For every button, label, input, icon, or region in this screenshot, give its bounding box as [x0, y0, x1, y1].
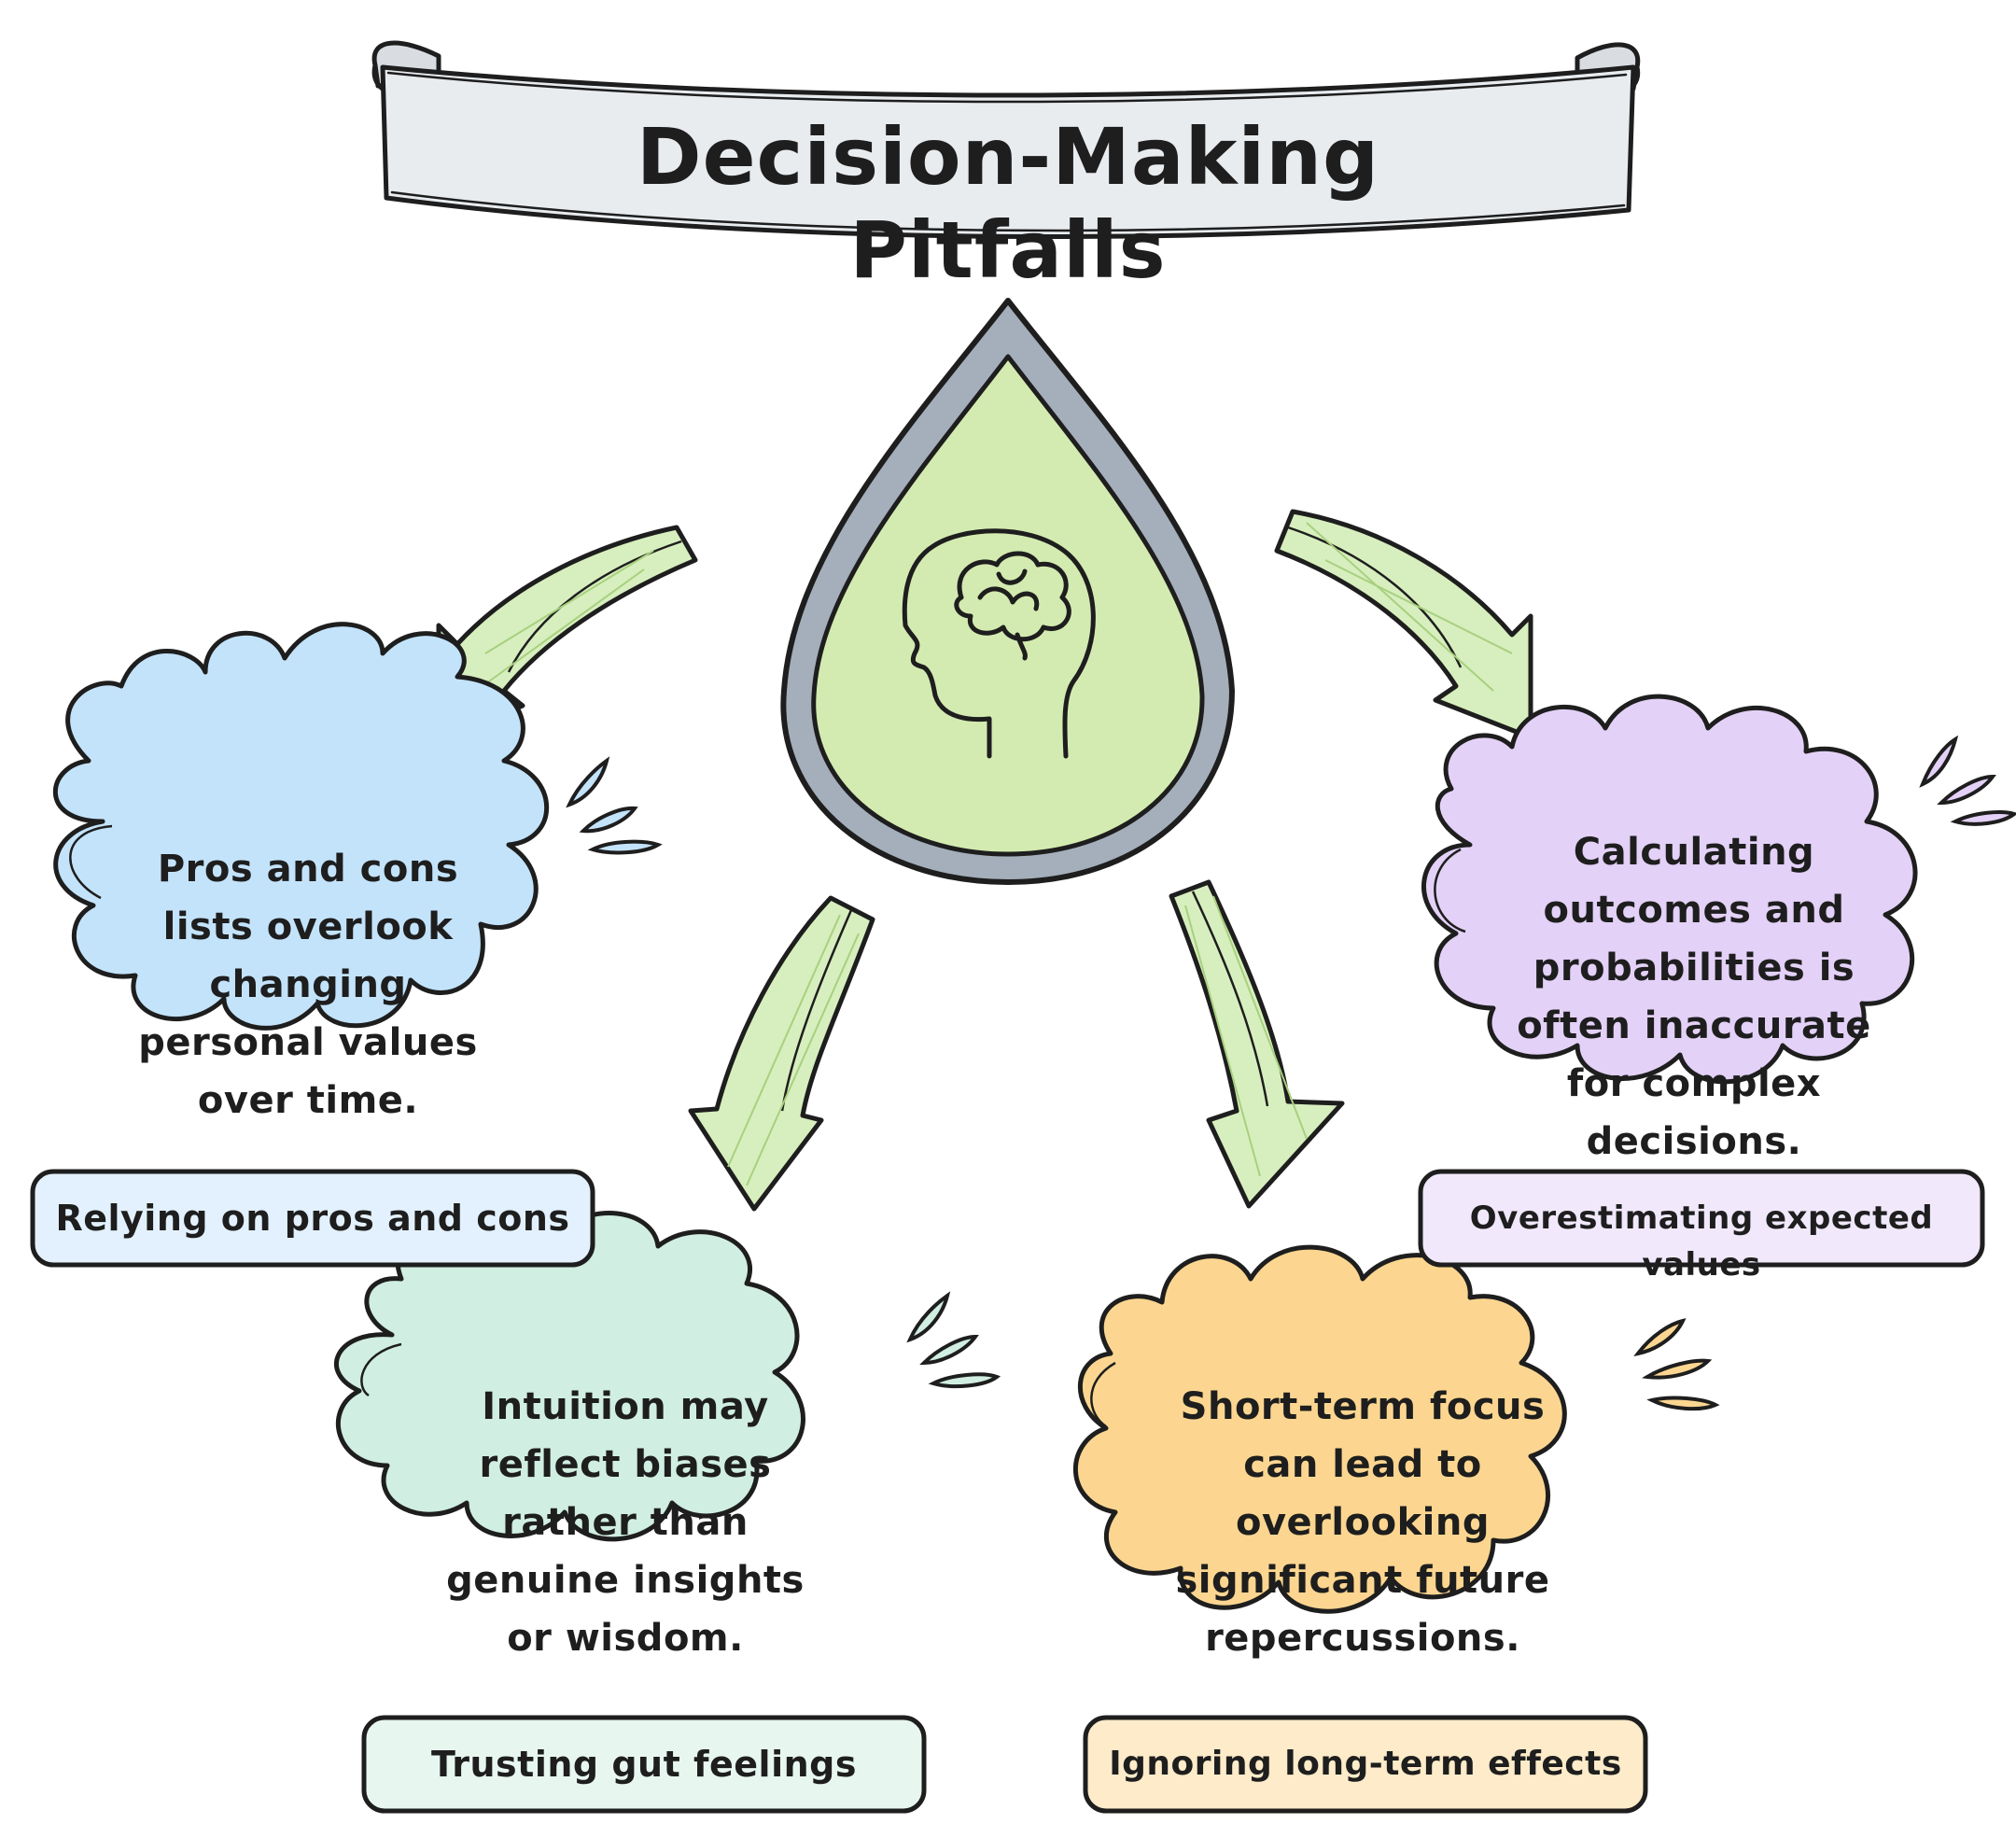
- cloud-text-gut-feelings: Intuition may reflect biases rather than…: [446, 1385, 805, 1660]
- pitfall-label-expected-values: Overestimating expected values: [1469, 1200, 1934, 1284]
- emphasis-marks-gut-feelings: [906, 1291, 1001, 1389]
- center-drop: [780, 298, 1235, 885]
- cloud-pros-cons: [52, 622, 550, 1031]
- label-box-long-term-effects: [1083, 1715, 1648, 1814]
- pitfall-label-long-term-effects: Ignoring long-term effects: [1109, 1745, 1622, 1783]
- cloud-text-long-term-effects: Short-term focus can lead to overlooking…: [1175, 1385, 1550, 1660]
- arrow-to-expected-values: [1274, 509, 1533, 740]
- cloud-text-pros-cons: Pros and cons lists overlook changing pe…: [138, 848, 478, 1122]
- cloud-long-term-effects: [1072, 1244, 1567, 1614]
- label-box-expected-values: [1418, 1169, 1985, 1268]
- arrow-to-long-term-effects: [1169, 879, 1345, 1209]
- arrow-to-gut-feelings: [688, 895, 875, 1212]
- pitfall-label-gut-feelings: Trusting gut feelings: [431, 1744, 857, 1785]
- head-with-brain-icon: [902, 528, 1096, 759]
- emphasis-marks-expected-values: [1919, 735, 2016, 826]
- title-banner: [371, 40, 1641, 240]
- label-box-pros-cons: [30, 1169, 595, 1268]
- page-title: Decision-Making Pitfalls: [636, 111, 1380, 296]
- label-box-gut-feelings: [361, 1715, 927, 1814]
- emphasis-marks-long-term-effects: [1633, 1318, 1720, 1411]
- cloud-expected-values: [1421, 694, 1918, 1085]
- emphasis-marks-pros-cons: [566, 756, 663, 855]
- cloud-text-expected-values: Calculating outcomes and probabilities i…: [1517, 831, 1871, 1163]
- pitfall-label-pros-cons: Relying on pros and cons: [55, 1198, 570, 1239]
